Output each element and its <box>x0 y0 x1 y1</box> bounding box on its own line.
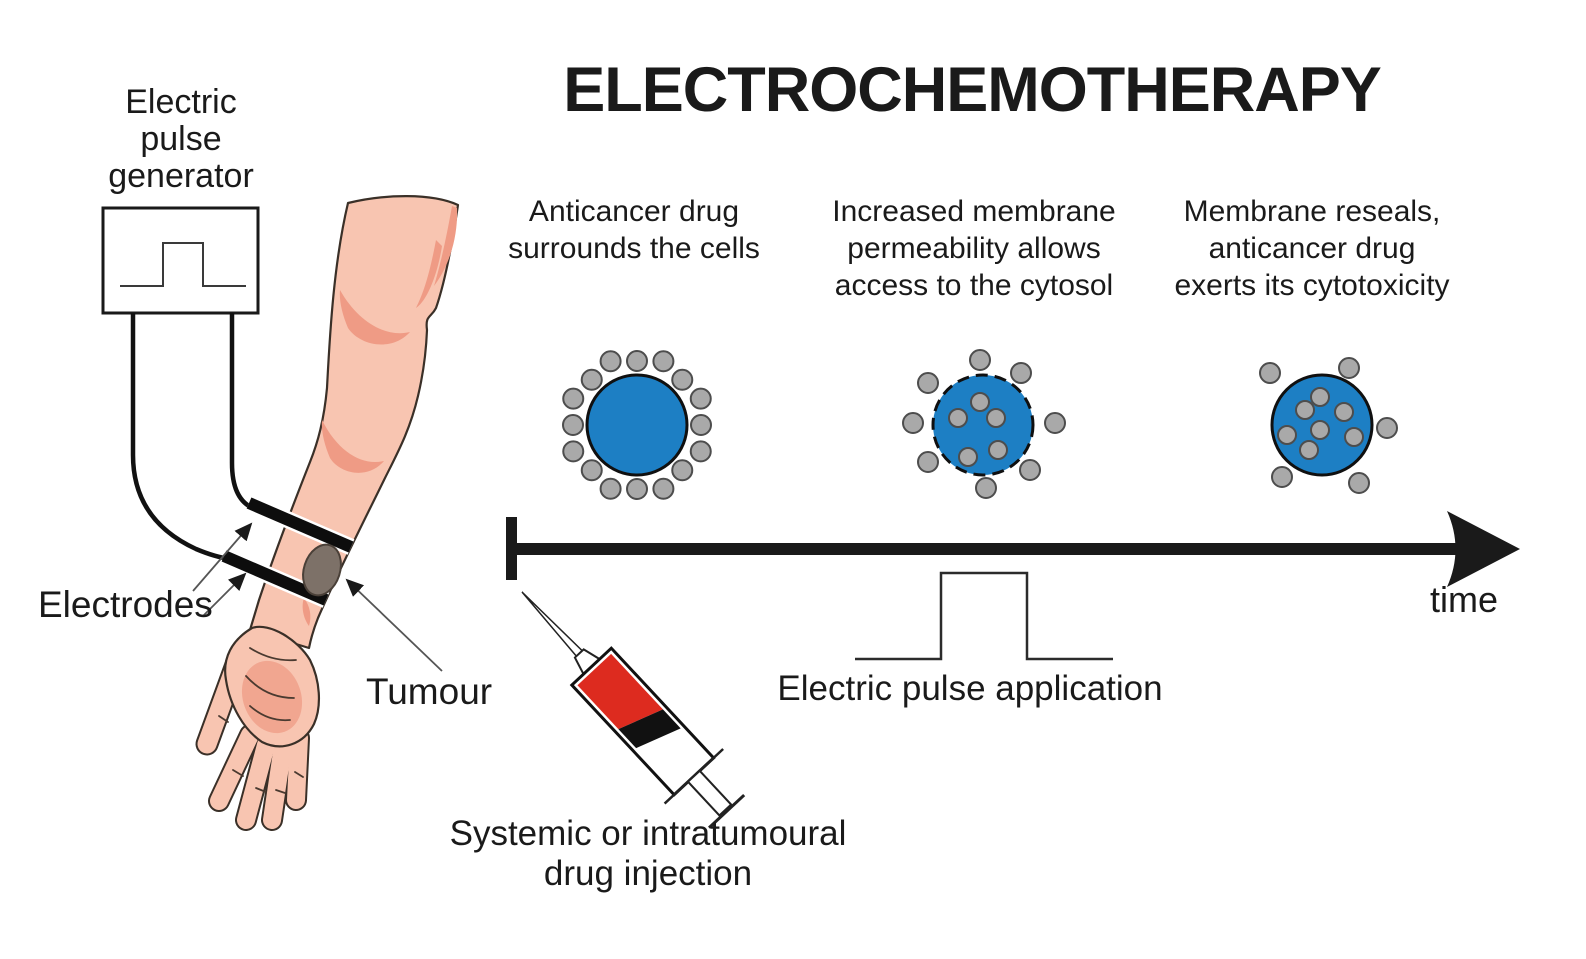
time-axis-label: time <box>1429 579 1499 620</box>
drug-dot <box>689 387 712 410</box>
electrodes-arrow-upper <box>192 522 253 592</box>
drug-dots-stage-3 <box>1259 357 1398 494</box>
electrodes-label: Electrodes <box>38 584 213 625</box>
drug-dots-stage-2 <box>902 349 1066 499</box>
drug-dot <box>1010 362 1032 384</box>
tumour <box>302 543 342 597</box>
drug-dot <box>1019 459 1041 481</box>
generator-label-line: generator <box>108 157 254 195</box>
drug-dot <box>1259 362 1281 384</box>
stage-caption-3: Membrane reseals, anticancer drug exerts… <box>1174 193 1449 304</box>
tumour-label: Tumour <box>366 671 493 712</box>
drug-dot <box>599 350 622 373</box>
caption-line: access to the cytosol <box>834 269 1114 302</box>
caption-line: Increased membrane <box>832 195 1116 228</box>
arm-shading <box>302 206 458 626</box>
tumour-arrow <box>345 578 443 672</box>
drug-dot <box>671 459 694 482</box>
syringe-plunger-rod <box>686 769 733 817</box>
electric-pulse-application-label: Electric pulse application <box>777 669 1163 708</box>
electrodes-arrow-lower <box>202 572 247 617</box>
palm-creases <box>218 647 304 794</box>
drug-dot <box>626 350 648 372</box>
drug-dot <box>1310 387 1330 407</box>
cell-stage-3 <box>1259 357 1398 494</box>
syringe-drug-liquid <box>577 653 663 730</box>
drug-dot <box>988 440 1008 460</box>
timeline-arrowhead <box>1447 511 1520 587</box>
cell-stage-1 <box>562 350 712 500</box>
drug-dot <box>958 447 978 467</box>
caption-line: surrounds the cells <box>508 232 760 265</box>
drug-dot <box>917 451 939 473</box>
drug-dot <box>1334 402 1354 422</box>
injection-label-line: Systemic or intratumoural <box>449 814 847 853</box>
drug-dot <box>1044 412 1066 434</box>
drug-dot <box>969 349 991 371</box>
drug-dot <box>626 478 648 500</box>
generator-label: Electric pulse generator <box>108 84 254 195</box>
caption-line: anticancer drug <box>1208 232 1416 265</box>
label-arrows <box>192 522 443 672</box>
drug-dot <box>1299 440 1319 460</box>
drug-dot <box>690 414 712 436</box>
syringe-plunger-cap <box>708 793 746 829</box>
drug-dot <box>580 459 603 482</box>
drug-dot <box>1338 357 1360 379</box>
drug-dot <box>1310 420 1330 440</box>
drug-dot <box>917 372 939 394</box>
timeline-axis <box>506 511 1520 587</box>
timeline-bar <box>506 543 1458 555</box>
hand <box>195 625 321 831</box>
drug-dot <box>652 477 675 500</box>
generator-label-line: pulse <box>140 120 222 158</box>
drug-dot <box>986 408 1006 428</box>
drug-dot <box>970 392 990 412</box>
drug-dot <box>689 440 712 463</box>
syringe-needle <box>521 591 584 658</box>
drug-dot <box>562 387 585 410</box>
drug-dot <box>902 412 924 434</box>
electrode-upper <box>246 497 354 553</box>
cell-stage-2 <box>902 349 1066 499</box>
drug-dot <box>580 368 603 391</box>
drug-dot <box>652 350 675 373</box>
caption-line: exerts its cytotoxicity <box>1174 269 1450 302</box>
generator-wires <box>130 313 260 562</box>
caption-line: Membrane reseals, <box>1183 195 1441 228</box>
diagram-title: ELECTROCHEMOTHERAPY <box>563 55 1382 125</box>
pulse-glyph <box>120 242 246 287</box>
drug-dot <box>671 368 694 391</box>
syringe-plunger-seal <box>618 709 681 749</box>
drug-dot <box>1376 417 1398 439</box>
electric-pulse-generator-box <box>101 206 260 315</box>
generator-label-line: Electric <box>125 83 237 121</box>
drug-dot <box>1277 425 1297 445</box>
drug-dots-stage-1 <box>562 350 712 500</box>
caption-line: Anticancer drug <box>528 195 740 228</box>
drug-dot <box>1348 472 1370 494</box>
syringe-illustration <box>521 591 746 829</box>
drug-dot <box>1344 427 1364 447</box>
drug-dot <box>562 440 585 463</box>
stage-caption-1: Anticancer drug surrounds the cells <box>508 193 760 267</box>
stage-caption-2: Increased membrane permeability allows a… <box>832 193 1115 304</box>
injection-label-line: drug injection <box>543 854 753 893</box>
drug-dot <box>562 414 584 436</box>
drug-dot <box>1271 466 1293 488</box>
caption-line: permeability allows <box>847 232 1101 265</box>
drug-dot <box>599 477 622 500</box>
drug-dot <box>975 477 997 499</box>
drug-injection-label: Systemic or intratumoural drug injection <box>450 814 847 894</box>
drug-dot <box>948 408 968 428</box>
electric-pulse-waveform <box>855 571 1113 661</box>
drug-dot <box>1295 400 1315 420</box>
